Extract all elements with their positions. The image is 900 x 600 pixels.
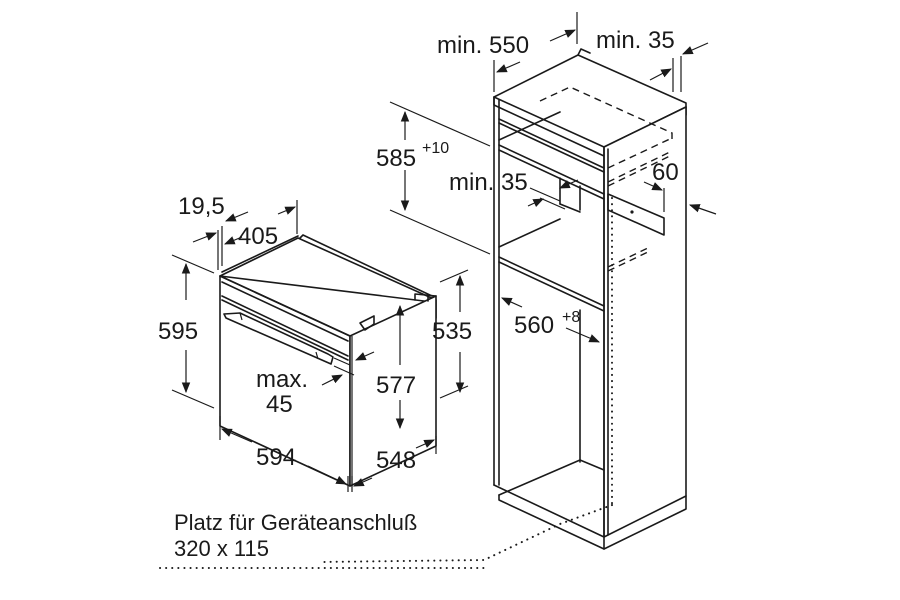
label-depth: 548 (376, 447, 416, 474)
connection-note: Platz für Geräteanschluß 320 x 115 (174, 510, 417, 561)
label-vent-depth: 60 (652, 159, 679, 186)
label-niche-width: 560 (514, 312, 554, 339)
label-niche-height-tolerance: +10 (422, 140, 449, 157)
oven-dimensions: 19,5 405 595 535 577 max. 45 594 (158, 193, 472, 492)
label-handle-clearance-2: 45 (266, 391, 293, 418)
connection-note-line2: 320 x 115 (174, 536, 269, 561)
cabinet-drawing (159, 48, 687, 569)
oven-drawing (219, 234, 437, 487)
label-inner-height: 577 (376, 372, 416, 399)
connection-note-line1: Platz für Geräteanschluß (174, 510, 417, 535)
label-width: 594 (256, 444, 296, 471)
label-body-height: 535 (432, 318, 472, 345)
label-handle-clearance-1: max. (256, 366, 308, 393)
cabinet-dimensions: min. 550 min. 35 585 +10 min. 35 60 560 … (376, 12, 717, 343)
label-body-depth: 405 (238, 223, 278, 250)
label-niche-width-tolerance: +8 (562, 309, 580, 326)
label-front-panel-depth: 19,5 (178, 193, 225, 220)
label-total-height: 595 (158, 318, 198, 345)
label-min-depth: min. 550 (437, 32, 529, 59)
label-niche-height: 585 (376, 145, 416, 172)
label-min-gap: min. 35 (449, 169, 528, 196)
label-min-side: min. 35 (596, 27, 675, 54)
